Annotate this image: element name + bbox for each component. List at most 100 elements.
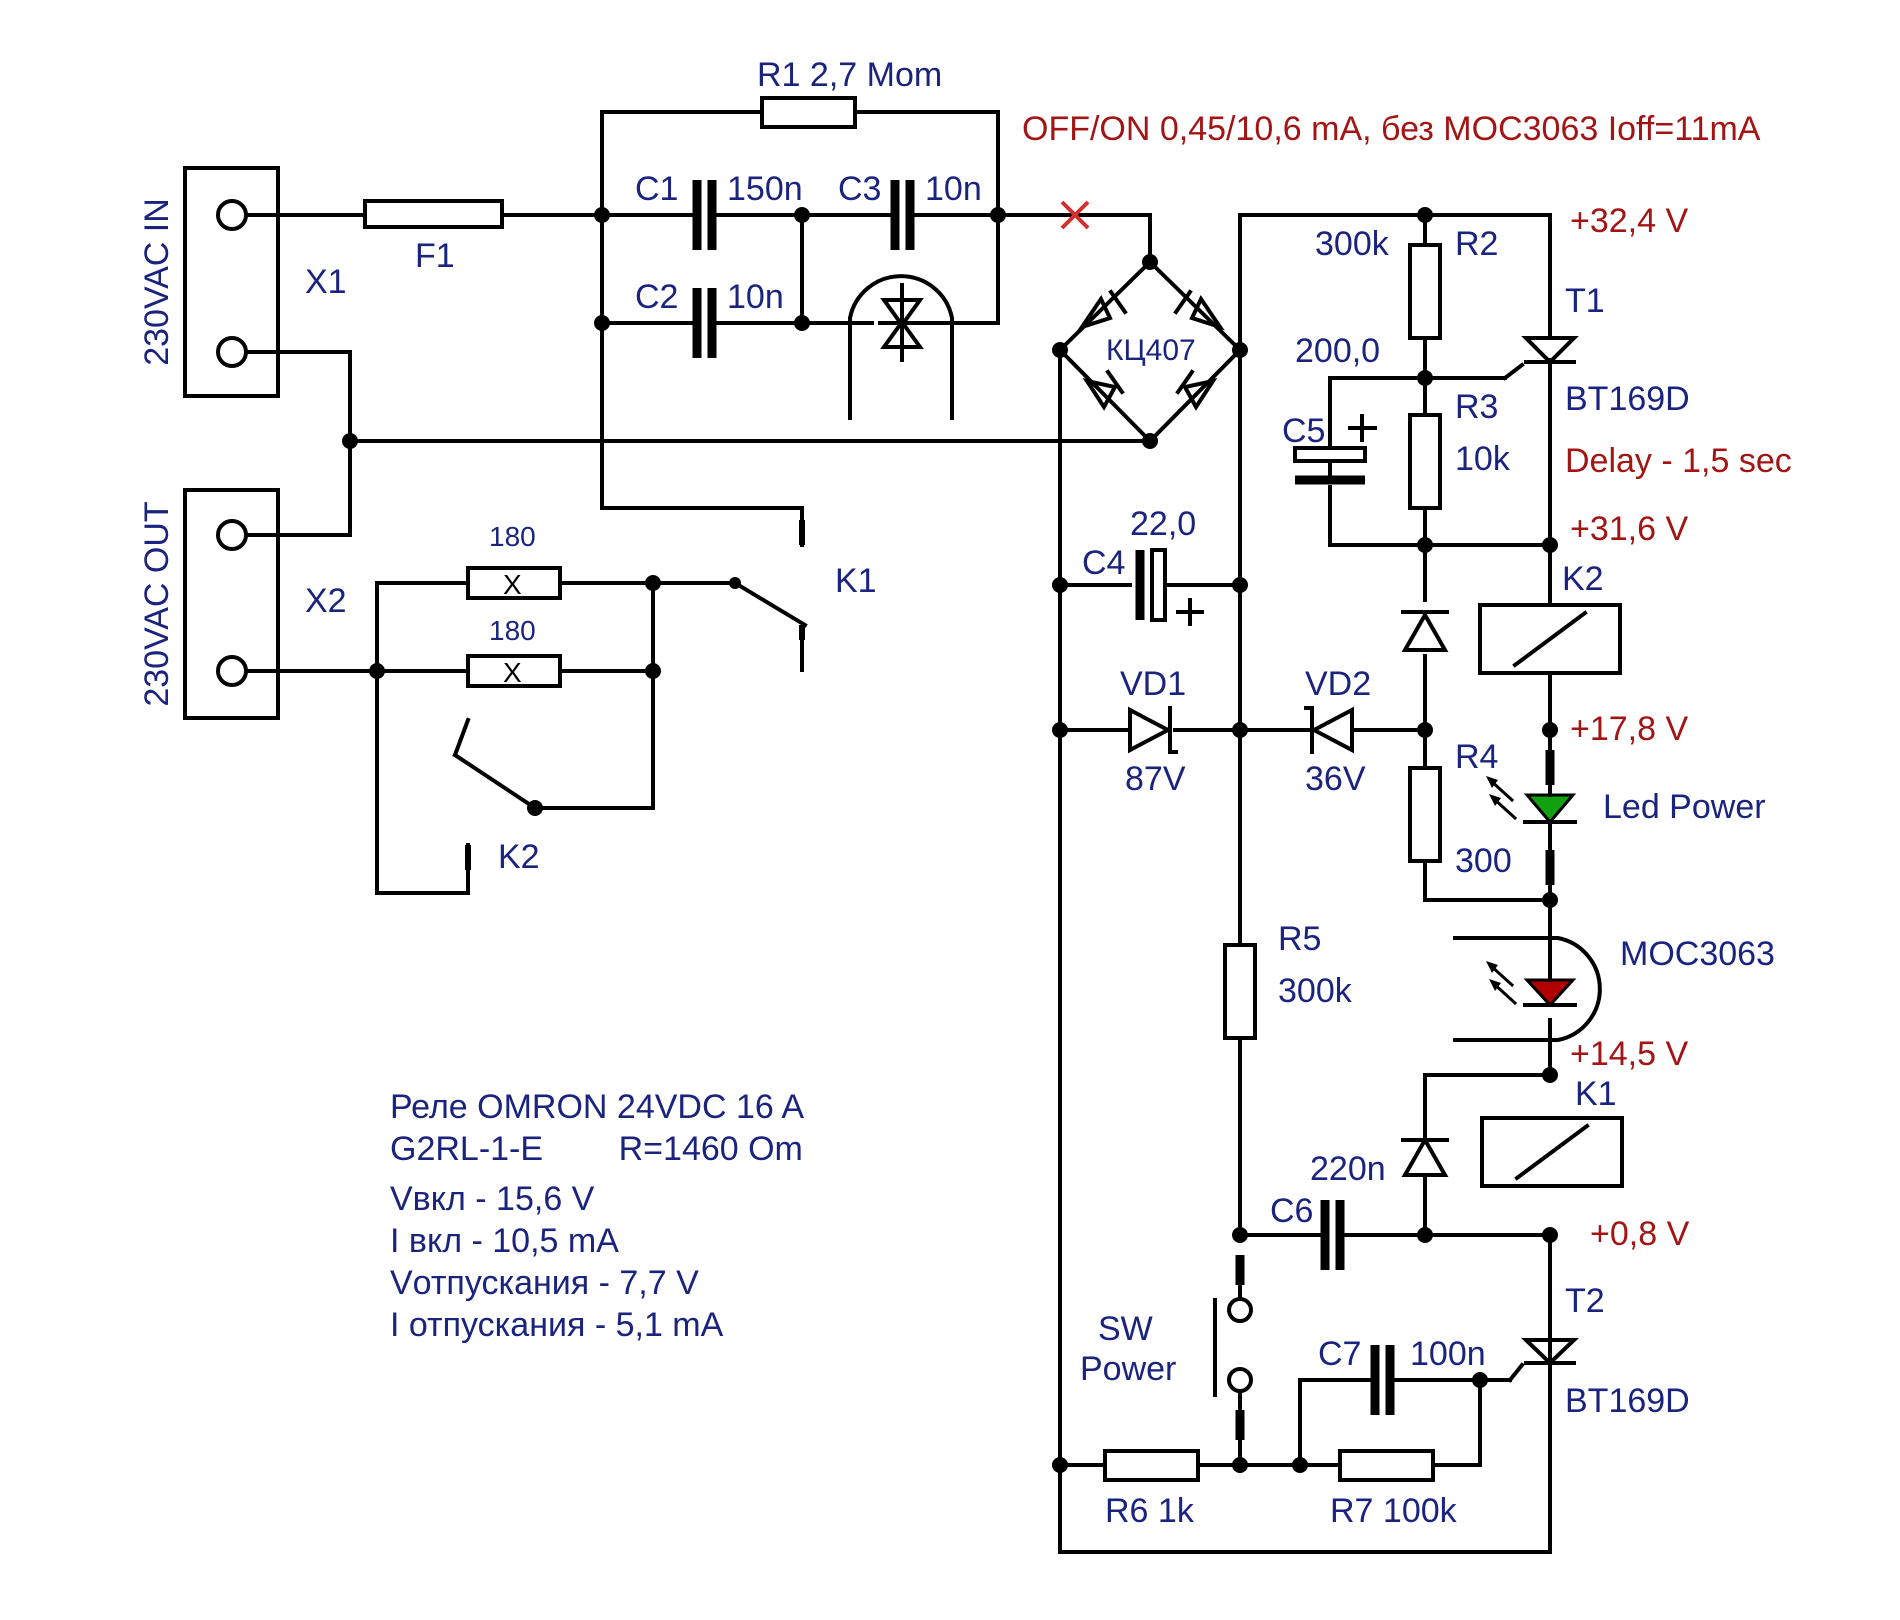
resistor-r7 xyxy=(1338,1449,1435,1482)
zener-vd1 xyxy=(1128,706,1178,754)
led-power xyxy=(1523,750,1577,902)
r1-label: R1 2,7 Mom xyxy=(757,56,942,94)
moc-label: MOC3063 xyxy=(1620,935,1775,973)
k2-contact-label: K2 xyxy=(498,838,540,876)
thyristor-t1 xyxy=(1521,336,1579,365)
connector-x1 xyxy=(183,166,280,398)
sw-power-switch[interactable] xyxy=(1213,1255,1253,1467)
c7-ref: C7 xyxy=(1318,1335,1361,1373)
resistor-r3 xyxy=(1408,413,1442,510)
c6-value: 220n xyxy=(1310,1150,1386,1188)
t2-ref: T2 xyxy=(1565,1282,1605,1320)
voltage-17-8: +17,8 V xyxy=(1570,710,1688,748)
capacitor-c5 xyxy=(1293,414,1377,485)
junction-dots xyxy=(342,207,1558,1473)
x2-connector-label: 230VAC OUT xyxy=(138,501,176,706)
resistor-r4 xyxy=(1408,766,1442,863)
voltage-0-8: +0,8 V xyxy=(1590,1215,1690,1253)
r5-ref: R5 xyxy=(1278,920,1321,958)
contact-k1-stubs xyxy=(465,520,805,870)
x1-connector-label: 230VAC IN xyxy=(138,198,176,366)
relay-note-line: Vотпускания - 7,7 V xyxy=(390,1264,699,1302)
resistor-180-top xyxy=(466,566,562,600)
cut-mark-icon xyxy=(1060,200,1090,230)
voltage-31-6: +31,6 V xyxy=(1570,510,1688,548)
c2-ref: C2 xyxy=(635,278,678,316)
capacitor-c1 xyxy=(692,180,717,250)
relay-note-line: G2RL-1-E R=1460 Om xyxy=(390,1130,803,1168)
r4-ref: R4 xyxy=(1455,738,1498,776)
diode-k1-protect xyxy=(1401,1135,1449,1177)
resistor-180-bottom xyxy=(466,654,562,688)
c3-value: 10n xyxy=(925,170,982,208)
r180-top-label: 180 xyxy=(489,521,536,552)
fuse-f1 xyxy=(363,199,504,229)
r3-value: 10k xyxy=(1455,440,1511,478)
f1-label: F1 xyxy=(415,237,455,275)
connector-x2 xyxy=(183,488,280,720)
c7-value: 100n xyxy=(1410,1335,1486,1373)
led-emission-icon xyxy=(1486,776,1518,821)
c4-value: 22,0 xyxy=(1130,505,1196,543)
voltage-14-5: +14,5 V xyxy=(1570,1035,1688,1073)
relay-note-line: I вкл - 10,5 mA xyxy=(390,1222,619,1260)
resistor-r6 xyxy=(1103,1449,1200,1482)
x1-ref: X1 xyxy=(305,263,347,301)
resistor-r1 xyxy=(760,96,857,129)
relay-note-line: Реле OMRON 24VDC 16 A xyxy=(390,1088,804,1126)
capacitor-c4 xyxy=(1135,548,1204,626)
r3-ref: R3 xyxy=(1455,388,1498,426)
x2-ref: X2 xyxy=(305,582,347,620)
c5-ref: C5 xyxy=(1282,412,1325,450)
zener-vd2 xyxy=(1304,706,1354,754)
triac-moc3063-output xyxy=(848,274,954,420)
c3-ref: C3 xyxy=(838,170,881,208)
delay-note: Delay - 1,5 sec xyxy=(1565,442,1792,480)
bridge-label: КЦ407 xyxy=(1106,334,1196,367)
k2-coil-ref: K2 xyxy=(1562,560,1604,598)
c6-ref: C6 xyxy=(1270,1192,1313,1230)
r7-label: R7 100k xyxy=(1330,1492,1458,1530)
c1-ref: C1 xyxy=(635,170,678,208)
diode-k2-protect xyxy=(1401,610,1449,652)
r4-value: 300 xyxy=(1455,842,1512,880)
resistor-r2 xyxy=(1408,243,1442,340)
capacitor-c6 xyxy=(1320,1200,1345,1270)
capacitor-c3 xyxy=(890,180,915,250)
header-note: OFF/ON 0,45/10,6 mA, без MOC3063 Ioff=11… xyxy=(1022,110,1761,148)
x-mark-bottom: X xyxy=(503,657,522,688)
x-mark-top: X xyxy=(503,569,522,600)
capacitor-c2 xyxy=(692,288,717,358)
relay-coil-k2 xyxy=(1478,603,1622,675)
c4-ref: C4 xyxy=(1082,544,1125,582)
r6-label: R6 1k xyxy=(1105,1492,1195,1530)
k1-contact-label: K1 xyxy=(835,562,877,600)
resistor-r5 xyxy=(1223,943,1257,1040)
k1-coil-ref: K1 xyxy=(1575,1075,1617,1113)
moc3063-led xyxy=(1453,936,1602,1042)
moc-emission-icon xyxy=(1486,961,1518,1006)
sw-label-line1: SW xyxy=(1098,1310,1153,1348)
r2-value: 300k xyxy=(1315,225,1390,263)
load-wiring xyxy=(244,580,808,895)
vd2-ref: VD2 xyxy=(1305,665,1371,703)
relay-note-line: Vвкл - 15,6 V xyxy=(390,1180,595,1218)
led-power-label: Led Power xyxy=(1603,788,1766,826)
thyristor-t2 xyxy=(1521,1313,1579,1554)
r5-value: 300k xyxy=(1278,972,1353,1010)
relay-note-line: I отпускания - 5,1 mA xyxy=(390,1306,724,1344)
vd1-ref: VD1 xyxy=(1120,665,1186,703)
r180-bottom-label: 180 xyxy=(489,615,536,646)
t1-ref: T1 xyxy=(1565,282,1605,320)
voltage-32-4: +32,4 V xyxy=(1570,202,1688,240)
relay-coil-k1 xyxy=(1480,1116,1624,1188)
sw-label-line2: Power xyxy=(1080,1350,1176,1388)
vd2-value: 36V xyxy=(1305,760,1366,798)
c2-value: 10n xyxy=(727,278,784,316)
c5-value: 200,0 xyxy=(1295,332,1380,370)
vd1-value: 87V xyxy=(1125,760,1186,798)
capacitor-c7 xyxy=(1370,1345,1395,1415)
c1-value: 150n xyxy=(727,170,803,208)
t2-part: BT169D xyxy=(1565,1382,1690,1420)
